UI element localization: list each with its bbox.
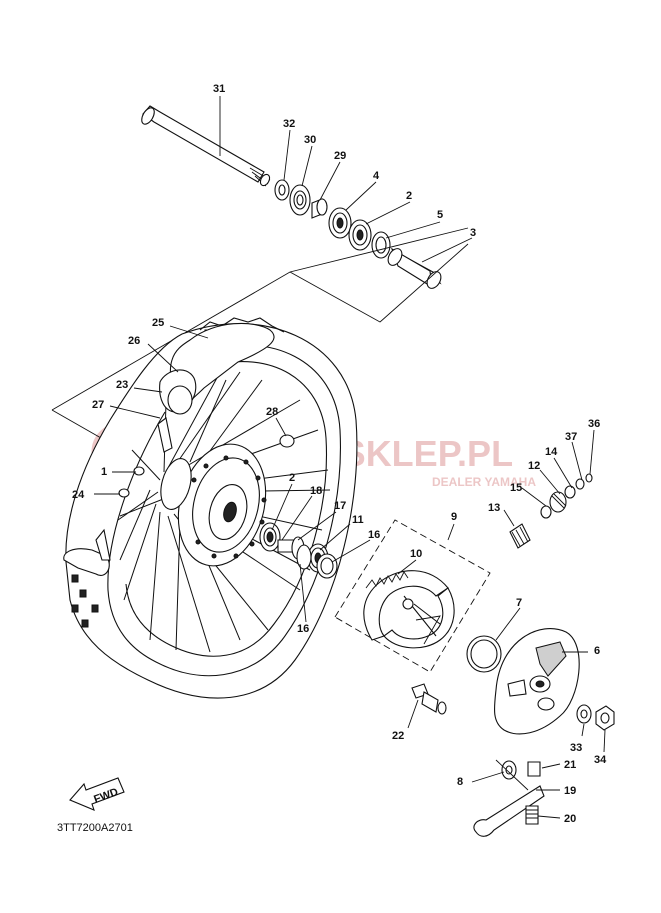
valve-stem-part xyxy=(157,417,173,453)
callout-2-hub: 2 xyxy=(289,472,295,484)
callout-10: 10 xyxy=(410,548,422,560)
axle-part xyxy=(141,105,271,187)
callout-16: 16 xyxy=(368,529,380,541)
callout-19: 19 xyxy=(564,785,576,797)
callout-25: 25 xyxy=(152,317,164,329)
callout-32: 32 xyxy=(283,118,295,130)
callout-24: 24 xyxy=(72,489,85,501)
callout-37: 37 xyxy=(565,431,577,443)
spoke-nipple-part xyxy=(118,488,130,498)
oil-seal-part xyxy=(316,553,338,579)
callout-1: 1 xyxy=(101,466,107,478)
callout-2: 2 xyxy=(406,190,412,202)
spoke-nipple-part xyxy=(133,466,145,476)
callout-26: 26 xyxy=(128,335,140,347)
callout-18: 18 xyxy=(310,485,322,497)
callout-labels: 31 32 30 29 4 2 5 3 25 26 23 27 28 1 24 … xyxy=(72,83,607,825)
callout-4: 4 xyxy=(373,170,380,182)
brake-spring-part xyxy=(365,571,409,589)
brake-shoe-part xyxy=(363,570,455,649)
forward-arrow-icon: FWD xyxy=(69,777,125,811)
camshaft-lever-part xyxy=(473,785,545,837)
meter-drive-gear-part xyxy=(509,523,531,549)
washer-part xyxy=(540,505,552,519)
indicator-plate-part xyxy=(501,760,517,780)
diagram-code: 3TT7200A2701 xyxy=(57,822,133,834)
oil-seal-part xyxy=(289,184,311,216)
balance-weight-part xyxy=(279,434,295,448)
washer-part xyxy=(296,544,312,570)
callout-21: 21 xyxy=(564,759,576,771)
brake-shoe-plate-part xyxy=(466,628,580,735)
callout-31: 31 xyxy=(213,83,225,95)
spacer-flange-part xyxy=(387,247,442,289)
washer-part xyxy=(575,478,585,490)
callout-23: 23 xyxy=(116,379,128,391)
watermark-subtitle: DEALER YAMAHA xyxy=(432,475,536,489)
callout-3: 3 xyxy=(470,227,476,239)
callout-20: 20 xyxy=(564,813,576,825)
axle-nut-part xyxy=(595,705,615,731)
o-ring-part xyxy=(466,635,502,673)
callout-17: 17 xyxy=(334,500,346,512)
callout-28: 28 xyxy=(266,406,278,418)
leader-lines xyxy=(94,96,606,819)
axle-assembly xyxy=(141,105,442,289)
callout-22: 22 xyxy=(392,730,404,742)
nut-part xyxy=(527,761,541,777)
hub-part xyxy=(160,443,267,567)
callout-7: 7 xyxy=(516,597,522,609)
washer-part xyxy=(576,704,592,724)
callout-9: 9 xyxy=(451,511,457,523)
collar-part xyxy=(274,179,290,201)
callout-27: 27 xyxy=(92,399,104,411)
callout-33: 33 xyxy=(570,742,582,754)
callout-11: 11 xyxy=(352,514,364,526)
callout-5: 5 xyxy=(437,209,443,221)
oil-seal-part xyxy=(564,485,576,499)
callout-36: 36 xyxy=(588,418,600,430)
callout-15: 15 xyxy=(510,482,522,494)
clip-part xyxy=(585,473,593,483)
callout-30: 30 xyxy=(304,134,316,146)
bolt-part xyxy=(525,805,539,825)
oil-seal-part xyxy=(371,231,391,259)
brake-shoe-group-outline xyxy=(334,519,491,673)
callout-12: 12 xyxy=(528,460,540,472)
callout-6: 6 xyxy=(594,645,600,657)
callout-29: 29 xyxy=(334,150,346,162)
callout-13: 13 xyxy=(488,502,500,514)
callout-14: 14 xyxy=(545,446,558,458)
brake-camshaft-part xyxy=(411,683,447,715)
callout-34: 34 xyxy=(594,754,607,766)
callout-8: 8 xyxy=(457,776,463,788)
callout-16-lower: 16 xyxy=(297,623,309,635)
front-wheel xyxy=(63,317,358,699)
